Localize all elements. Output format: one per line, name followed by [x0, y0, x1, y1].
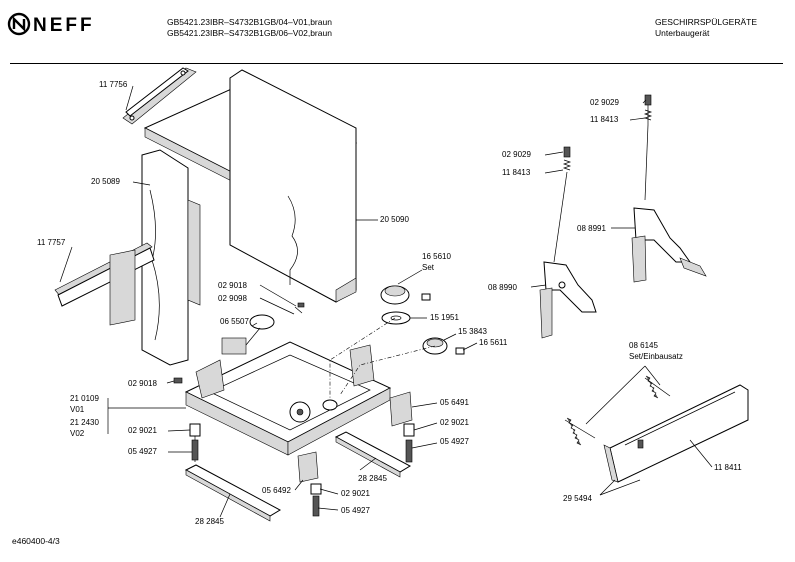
part-label: 29 5494	[563, 494, 592, 503]
part-label: 21 0109	[70, 394, 99, 403]
part-label: 02 9029	[502, 150, 531, 159]
part-label: 05 4927	[341, 506, 370, 515]
foot-left	[189, 423, 201, 462]
part-label: 28 2845	[358, 474, 387, 483]
base-tub	[184, 341, 392, 456]
part-label: 05 4927	[440, 437, 469, 446]
part-label: 15 1951	[430, 313, 459, 322]
base-rail-left	[184, 464, 282, 522]
pump-assembly	[221, 314, 275, 355]
hinge-spring-upper	[631, 94, 707, 283]
seal-151951	[381, 311, 411, 325]
part-label: 08 8990	[488, 283, 517, 292]
part-label: 02 9018	[128, 379, 157, 388]
part-label: 11 8411	[714, 463, 742, 472]
brand-wordmark: NEFF	[33, 15, 95, 36]
plinth-panel	[603, 384, 749, 483]
part-label: 11 7756	[99, 80, 128, 89]
part-label: 05 4927	[128, 447, 157, 456]
model-line-2: GB5421.23IBR–S4732B1GB/06–V02,braun	[167, 28, 332, 38]
part-label: 20 5089	[91, 177, 120, 186]
category-title: GESCHIRRSPÜLGERÄTE	[655, 17, 758, 27]
part-label: V01	[70, 405, 85, 414]
clip-029018	[173, 377, 183, 384]
assembly-path-2	[339, 345, 436, 396]
part-label: 02 9021	[341, 489, 370, 498]
part-label: 02 9021	[128, 426, 157, 435]
part-label: Set	[422, 263, 435, 272]
bracket-056491	[389, 391, 413, 427]
part-label: 16 5610	[422, 252, 451, 261]
rail-part-117757	[54, 242, 155, 326]
category-subtitle: Unterbaugerät	[655, 28, 710, 38]
part-label: 05 6491	[440, 398, 469, 407]
leader-lines	[59, 85, 713, 518]
part-label: 11 8413	[590, 115, 619, 124]
rail-part-117756	[122, 67, 197, 125]
bracket-056492	[297, 451, 319, 483]
part-label: 05 6492	[262, 486, 291, 495]
drawing-id: e460400-4/3	[12, 536, 60, 546]
part-label: 02 9098	[218, 294, 247, 303]
neff-logo-mark: NEFF	[7, 12, 95, 36]
header-rule	[10, 63, 783, 64]
neff-logo: NEFF	[7, 12, 105, 36]
part-label: 20 5090	[380, 215, 409, 224]
part-label: 21 2430	[70, 418, 99, 427]
float-switch-165610	[380, 285, 431, 305]
part-label: 08 6145	[629, 341, 658, 350]
part-label: 02 9021	[440, 418, 469, 427]
part-label: 11 8413	[502, 168, 531, 177]
part-label: 15 3843	[458, 327, 487, 336]
part-label: 28 2845	[195, 517, 224, 526]
foot-center	[310, 483, 322, 517]
mounting-spring-set	[564, 375, 671, 446]
foot-right	[403, 423, 415, 463]
hinge-spring-lower	[539, 146, 597, 339]
base-rail-right	[334, 431, 412, 478]
part-label: Set/Einbausatz	[629, 352, 683, 361]
part-label: 16 5611	[479, 338, 508, 347]
part-label: 02 9018	[218, 281, 247, 290]
part-label: 08 8991	[577, 224, 606, 233]
part-label: V02	[70, 429, 85, 438]
screws-top	[294, 302, 305, 314]
part-label: 02 9029	[590, 98, 619, 107]
side-panel-left	[141, 149, 201, 366]
valve-153843	[422, 337, 465, 355]
part-label: 11 7757	[37, 238, 66, 247]
model-line-1: GB5421.23IBR–S4732B1GB/04–V01,braun	[167, 17, 332, 27]
side-panel-right	[229, 69, 357, 303]
part-label: 06 5507	[220, 317, 249, 326]
